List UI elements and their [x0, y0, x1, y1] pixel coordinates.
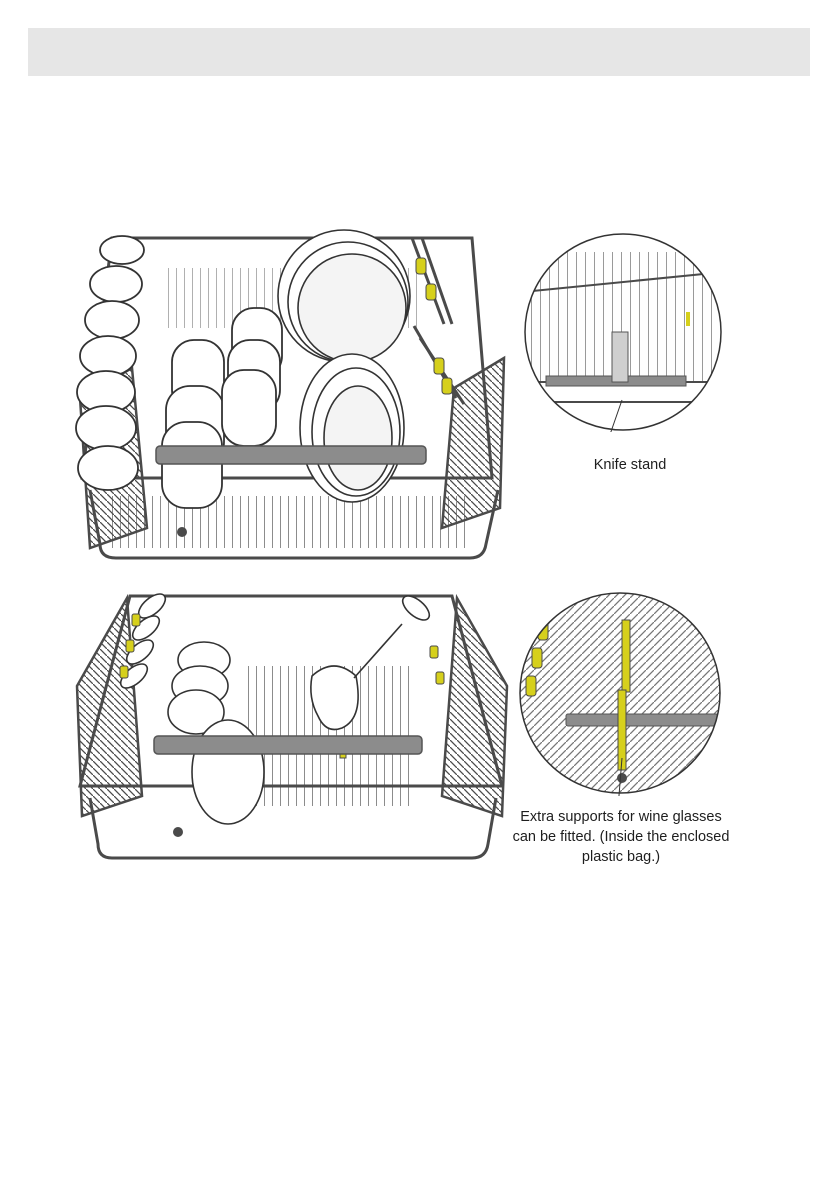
wine-glass-rack-illustration: [72, 586, 512, 864]
wine-supports-caption: Extra supports for wine glasses can be f…: [490, 807, 752, 867]
knife-stand-caption: Knife stand: [560, 455, 700, 475]
knife-stand-label: Knife stand: [560, 455, 700, 475]
knife-stand-detail: [522, 232, 724, 432]
wine-supports-line-1: Extra supports for wine glasses: [490, 807, 752, 827]
rack-handle: [156, 446, 426, 464]
wine-supports-line-3: plastic bag.): [490, 847, 752, 867]
wine-support-detail: [518, 590, 722, 796]
loaded-rack-illustration: [72, 228, 512, 564]
wine-supports-line-2: can be fitted. (Inside the enclosed: [490, 827, 752, 847]
rack-handle-lower: [154, 736, 422, 754]
tine-clips: [416, 258, 452, 394]
section-header-bar: [28, 28, 810, 76]
